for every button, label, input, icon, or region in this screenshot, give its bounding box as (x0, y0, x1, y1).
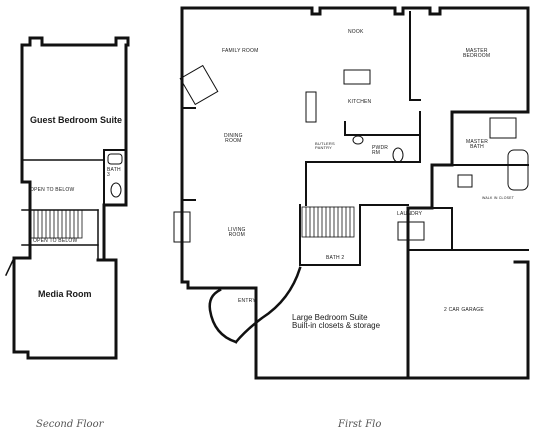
media-room-label: Media Room (38, 289, 92, 299)
first-floor-stairs (301, 206, 355, 238)
kitchen-label: KITCHEN (348, 99, 372, 105)
dining-room-label: DINING ROOM (224, 133, 243, 145)
bath3-label: BATH 3 (107, 167, 121, 179)
bath2-label: BATH 2 (326, 255, 345, 261)
laundry-label: LAUNDRY (397, 211, 423, 217)
open-to-below-label-1: OPEN TO BELOW (30, 187, 75, 193)
walk-in-closet-label: WALK IN CLOSET (482, 196, 515, 200)
second-floor-stairs (29, 209, 83, 239)
large-bedroom-suite-label: Large Bedroom Suite Built-in closets & s… (292, 313, 381, 331)
master-bedroom-label: MASTER BEDROOM (463, 48, 491, 60)
entry-label: ENTRY (238, 298, 256, 304)
family-room-label: FAMILY ROOM (222, 48, 259, 54)
bath3-fixtures (107, 153, 123, 198)
second-floor-caption: Second Floor (36, 419, 104, 430)
fixtures (173, 64, 529, 243)
first-floor-walls (180, 6, 530, 380)
butlers-pantry-label: BUTLERS PANTRY (315, 141, 335, 151)
guest-bedroom-suite-label: Guest Bedroom Suite (30, 115, 123, 125)
first-floor-caption: First Flo (338, 419, 382, 430)
pwdr-rm-label: PWDR RM (372, 145, 389, 157)
living-room-label: LIVING ROOM (228, 227, 246, 239)
second-floor-walls (5, 36, 130, 360)
nook-label: NOOK (348, 29, 364, 35)
garage-label: 2 CAR GARAGE (444, 307, 484, 313)
open-to-below-label-2: OPEN TO BELOW (33, 238, 78, 244)
master-bath-label: MASTER BATH (466, 139, 489, 151)
entry-curve (208, 266, 302, 344)
